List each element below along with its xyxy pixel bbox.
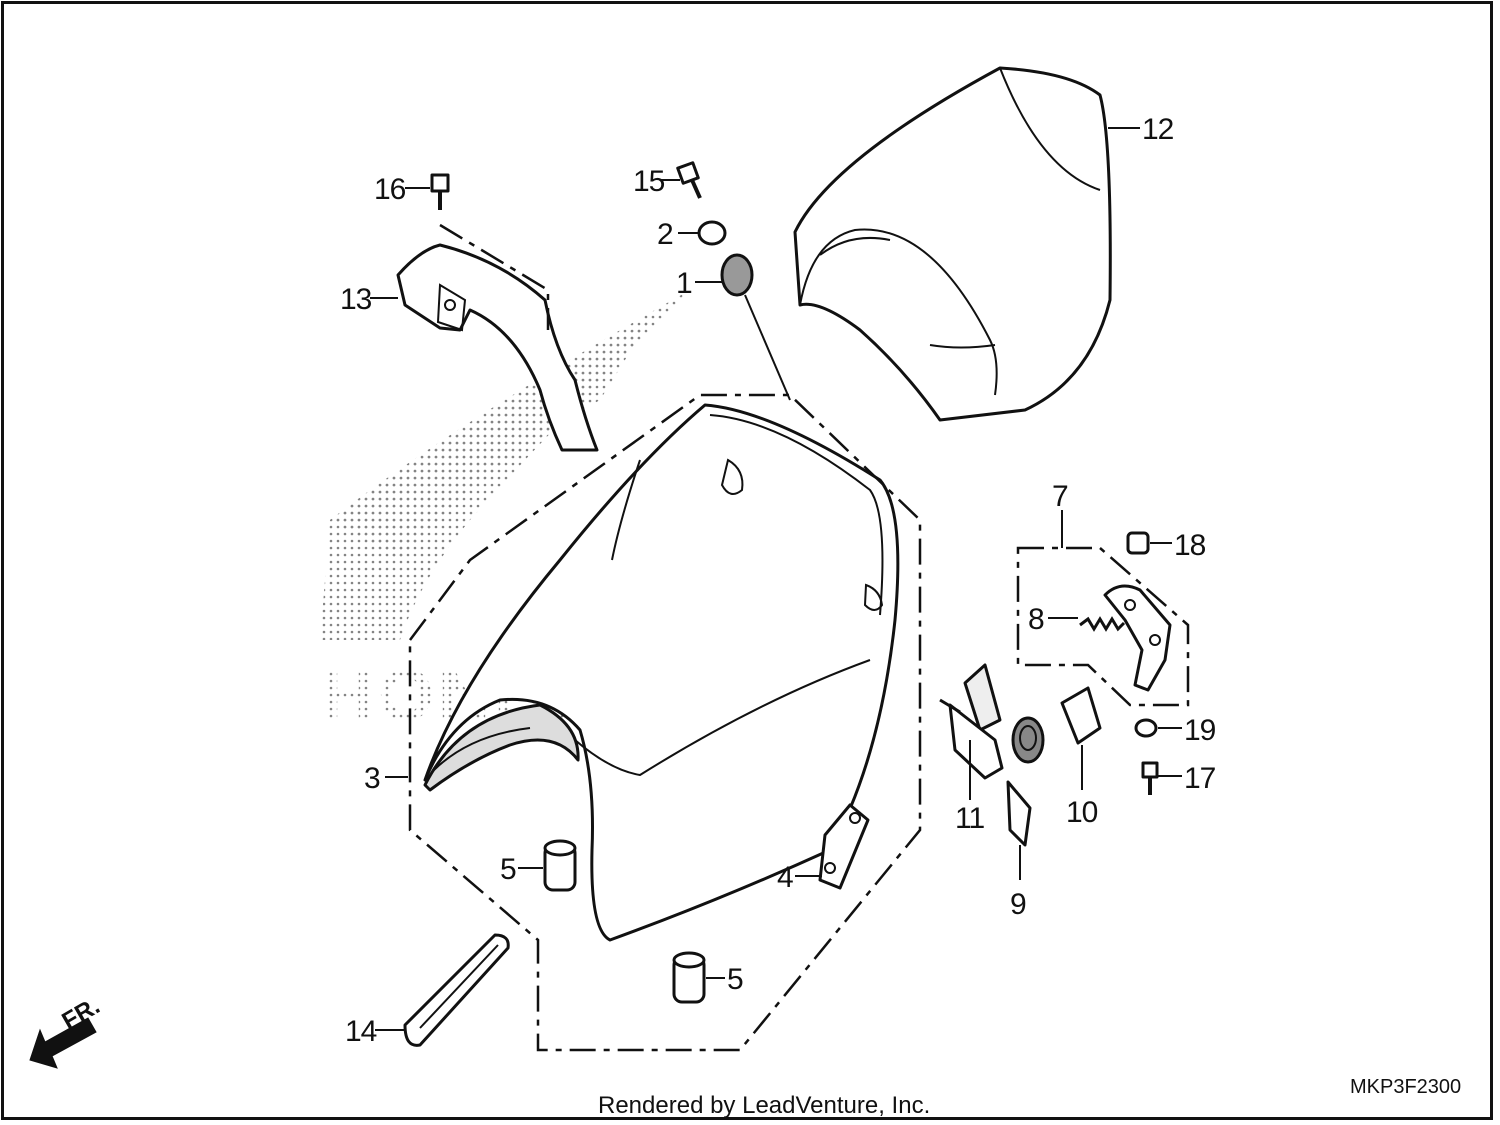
callout-19: 19 (1184, 714, 1216, 747)
lock-cam-part (1011, 716, 1045, 764)
nut-18-part (1126, 531, 1150, 555)
callout-17: 17 (1184, 762, 1216, 795)
front-direction-marker: FR. (29, 992, 105, 1069)
clip-4-part (818, 803, 870, 890)
washer-2-part (697, 220, 727, 246)
callout-12: 12 (1142, 113, 1174, 146)
callout-14: 14 (345, 1015, 377, 1048)
callout-10: 10 (1066, 796, 1098, 829)
callout-9: 9 (1010, 888, 1026, 921)
callout-7: 7 (1052, 480, 1068, 513)
callout-8: 8 (1028, 603, 1044, 636)
callout-1: 1 (676, 267, 692, 300)
bolt-16-part (430, 173, 450, 210)
callout-15: 15 (633, 165, 665, 198)
strap-14-part (403, 933, 510, 1047)
callout-11: 11 (955, 802, 984, 835)
callout-5b: 5 (727, 963, 743, 996)
gasket-10-part (1060, 686, 1102, 790)
lock-assembly-7-part (1016, 546, 1190, 707)
callout-18: 18 (1174, 529, 1206, 562)
main-seat-part (408, 393, 922, 1052)
callout-3: 3 (364, 762, 380, 795)
grommet-1-part (720, 253, 791, 401)
callout-4: 4 (777, 861, 793, 894)
front-marker-label: FR. (58, 992, 105, 1035)
nut-19-part (1134, 718, 1158, 738)
cushion-5a-part (543, 839, 577, 892)
leader-lines (370, 127, 1182, 1031)
bolt-15-part (676, 161, 702, 199)
passenger-seat-part (793, 66, 1112, 422)
diagram-code: MKP3F2300 (1350, 1076, 1461, 1098)
bolt-17-part (1141, 761, 1159, 795)
callout-2: 2 (657, 218, 673, 251)
key-cylinder-11-part (939, 663, 1004, 800)
cushion-5b-part (672, 951, 706, 1004)
callout-16: 16 (374, 173, 406, 206)
clip-9-part (1006, 780, 1032, 880)
grab-bracket-part (396, 223, 599, 452)
credit-line: Rendered by LeadVenture, Inc. (598, 1092, 930, 1119)
callout-13: 13 (340, 283, 372, 316)
spring-8-part (1079, 616, 1126, 632)
callout-5a: 5 (500, 853, 516, 886)
